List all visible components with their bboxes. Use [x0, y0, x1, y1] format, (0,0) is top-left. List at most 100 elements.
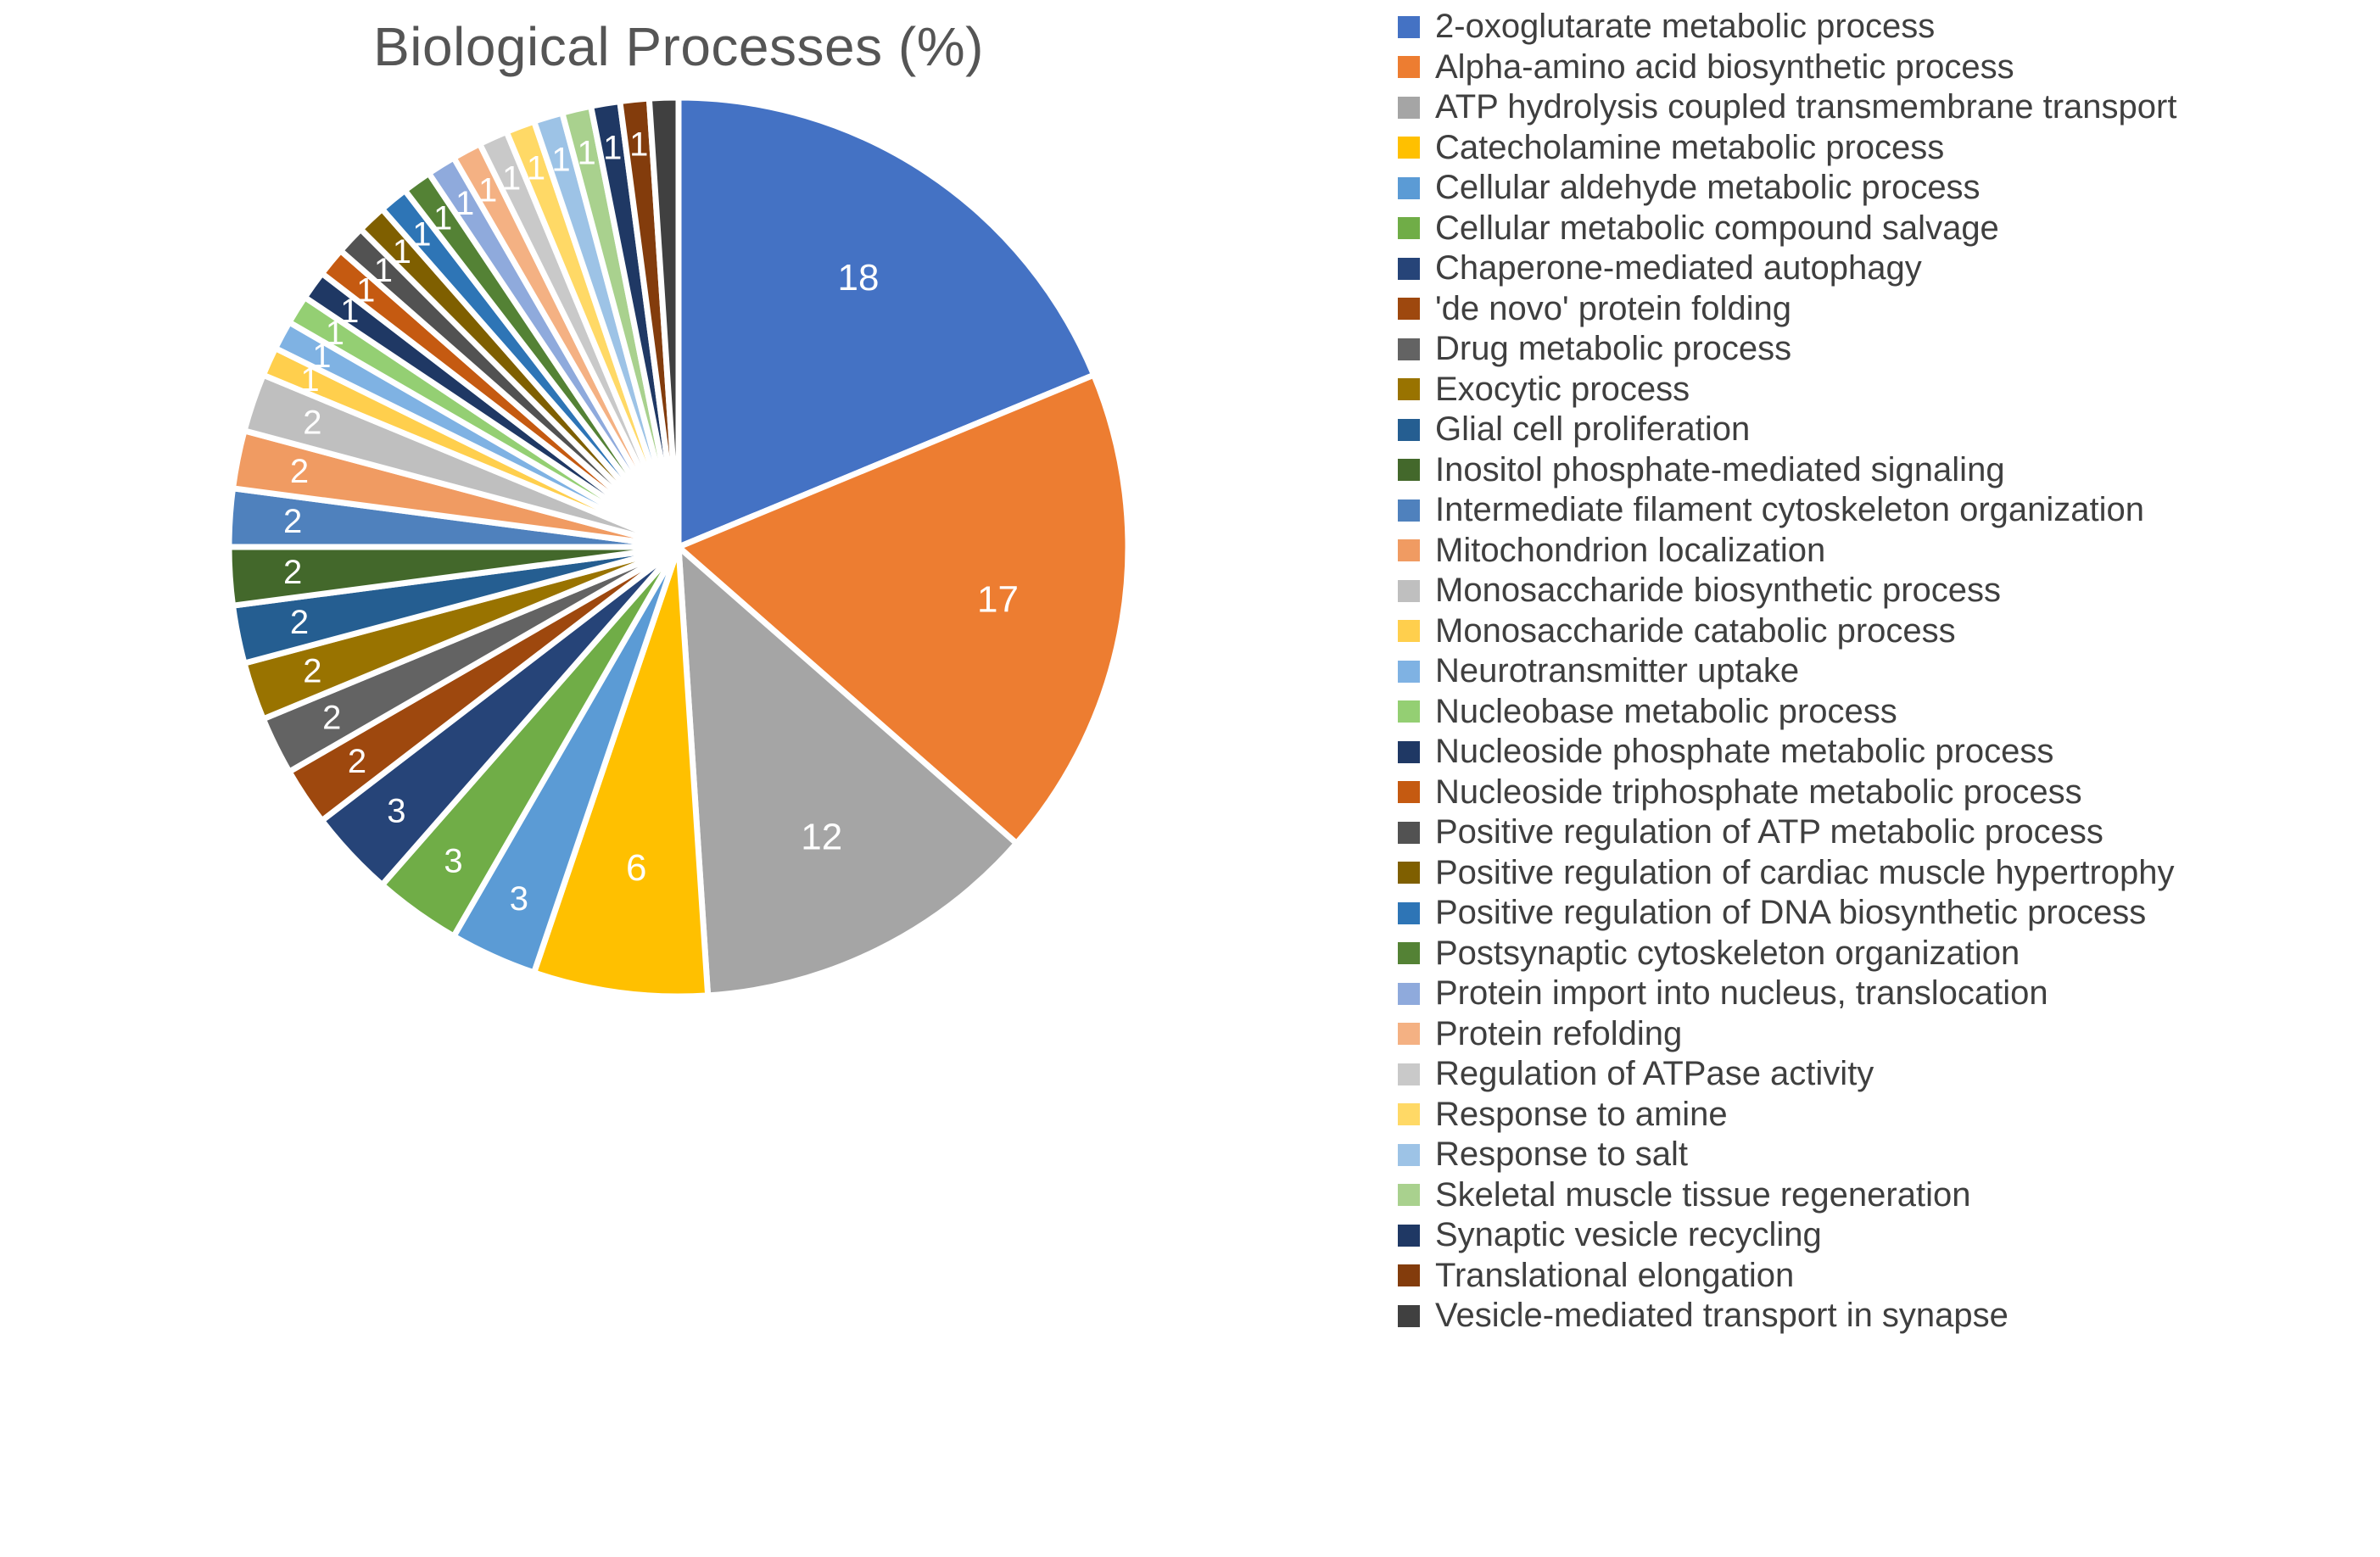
legend-color-swatch: [1398, 96, 1420, 119]
pie-slice-label: 1: [578, 134, 596, 171]
legend-item[interactable]: Alpha-amino acid biosynthetic process: [1398, 47, 2373, 88]
pie-slice[interactable]: [675, 544, 1020, 999]
legend-color-swatch: [1398, 499, 1420, 522]
legend-color-swatch: [1398, 862, 1420, 885]
legend-item[interactable]: Intermediate filament cytoskeleton organ…: [1398, 490, 2373, 531]
legend-item[interactable]: Exocytic process: [1398, 370, 2373, 410]
pie-slice-label: 1: [356, 271, 375, 309]
pie-slice[interactable]: [645, 94, 682, 550]
legend-item-label: Response to salt: [1435, 1136, 1688, 1173]
legend-item-label: Neurotransmitter uptake: [1435, 652, 1800, 689]
legend-item-label: Nucleobase metabolic process: [1435, 692, 1897, 730]
legend-item-label: Alpha-amino acid biosynthetic process: [1435, 47, 2014, 86]
legend-item-label: Positive regulation of cardiac muscle hy…: [1435, 853, 2175, 891]
legend-item-label: Inositol phosphate-mediated signaling: [1435, 450, 2005, 488]
legend-item[interactable]: Cellular aldehyde metabolic process: [1398, 168, 2373, 209]
pie-slice-label: 2: [283, 554, 302, 591]
legend-color-swatch: [1398, 338, 1420, 360]
pie-slice-label: 1: [340, 293, 359, 330]
legend-item[interactable]: Glial cell proliferation: [1398, 410, 2373, 450]
legend-item-label: Catecholamine metabolic process: [1435, 128, 1945, 166]
legend-item[interactable]: Regulation of ATPase activity: [1398, 1054, 2373, 1095]
legend-item-label: Postsynaptic cytoskeleton organization: [1435, 934, 2020, 972]
legend-color-swatch: [1398, 1063, 1420, 1085]
legend-item[interactable]: Drug metabolic process: [1398, 329, 2373, 370]
legend-item[interactable]: 'de novo' protein folding: [1398, 289, 2373, 330]
legend-color-swatch: [1398, 539, 1420, 562]
legend-item-label: Regulation of ATPase activity: [1435, 1055, 1874, 1092]
legend-item[interactable]: Protein refolding: [1398, 1014, 2373, 1055]
pie-slice-label: 2: [348, 743, 366, 780]
legend-color-swatch: [1398, 579, 1420, 602]
pie-slice-label: 3: [510, 880, 528, 918]
legend-item[interactable]: Neurotransmitter uptake: [1398, 651, 2373, 692]
pie-slice[interactable]: [675, 94, 1098, 550]
legend-item[interactable]: Nucleoside triphosphate metabolic proces…: [1398, 773, 2373, 813]
legend-item-label: Glial cell proliferation: [1435, 410, 1751, 448]
legend-item[interactable]: Nucleoside phosphate metabolic process: [1398, 732, 2373, 773]
legend-item[interactable]: Chaperone-mediated autophagy: [1398, 248, 2373, 289]
legend-color-swatch: [1398, 418, 1420, 441]
legend-item-label: Protein refolding: [1435, 1014, 1683, 1052]
pie-slice-label: 1: [527, 150, 545, 187]
legend-item[interactable]: Positive regulation of ATP metabolic pro…: [1398, 812, 2373, 853]
legend-item-label: 2-oxoglutarate metabolic process: [1435, 8, 1936, 45]
legend-item[interactable]: 2-oxoglutarate metabolic process: [1398, 7, 2373, 47]
pie-slice-label: 3: [444, 842, 462, 879]
legend-item[interactable]: Cellular metabolic compound salvage: [1398, 209, 2373, 249]
legend-item-label: Chaperone-mediated autophagy: [1435, 249, 1922, 287]
legend-item-label: Nucleoside triphosphate metabolic proces…: [1435, 773, 2082, 811]
legend-item-label: Monosaccharide biosynthetic process: [1435, 572, 2002, 609]
legend-item[interactable]: Positive regulation of cardiac muscle hy…: [1398, 853, 2373, 894]
legend-color-swatch: [1398, 1143, 1420, 1166]
legend-item[interactable]: Monosaccharide catabolic process: [1398, 611, 2373, 652]
pie-slice[interactable]: [531, 544, 712, 1000]
legend-item[interactable]: Translational elongation: [1398, 1256, 2373, 1297]
legend-color-swatch: [1398, 901, 1420, 924]
pie-slice-label: 1: [433, 199, 452, 237]
legend-item[interactable]: Mitochondrion localization: [1398, 531, 2373, 572]
legend-item[interactable]: Positive regulation of DNA biosynthetic …: [1398, 893, 2373, 934]
legend-item[interactable]: ATP hydrolysis coupled transmembrane tra…: [1398, 87, 2373, 128]
legend-color-swatch: [1398, 1264, 1420, 1287]
legend-item[interactable]: Response to salt: [1398, 1135, 2373, 1175]
pie-slice-label: 1: [629, 126, 648, 163]
pie-slice[interactable]: [675, 371, 1131, 846]
legend-item[interactable]: Response to amine: [1398, 1095, 2373, 1136]
legend-item-label: Skeletal muscle tissue regeneration: [1435, 1175, 1971, 1214]
legend-item[interactable]: Postsynaptic cytoskeleton organization: [1398, 934, 2373, 974]
legend-color-swatch: [1398, 700, 1420, 723]
legend-color-swatch: [1398, 137, 1420, 159]
pie-slice-label: 1: [502, 160, 521, 198]
legend-item[interactable]: Monosaccharide biosynthetic process: [1398, 571, 2373, 611]
legend-item-label: Drug metabolic process: [1435, 330, 1792, 367]
legend-item[interactable]: Synaptic vesicle recycling: [1398, 1215, 2373, 1256]
legend-item-label: Protein import into nucleus, translocati…: [1435, 974, 2048, 1012]
legend-color-swatch: [1398, 982, 1420, 1005]
legend-item-label: Nucleoside phosphate metabolic process: [1435, 733, 2054, 770]
legend-color-swatch: [1398, 217, 1420, 240]
legend-color-swatch: [1398, 1023, 1420, 1046]
legend-item[interactable]: Skeletal muscle tissue regeneration: [1398, 1175, 2373, 1216]
pie-slice-label: 17: [977, 579, 1019, 621]
legend-item-label: Intermediate filament cytoskeleton organ…: [1435, 491, 2145, 528]
legend-item[interactable]: Nucleobase metabolic process: [1398, 692, 2373, 733]
pie-slice-label: 18: [838, 257, 880, 299]
legend-item-label: ATP hydrolysis coupled transmembrane tra…: [1435, 88, 2177, 126]
legend-item-label: Positive regulation of DNA biosynthetic …: [1435, 894, 2147, 931]
pie-slice-label: 2: [303, 653, 321, 690]
pie-slice-label: 2: [283, 503, 302, 540]
legend-item-label: Cellular metabolic compound salvage: [1435, 209, 1999, 247]
pie-slice-label: 1: [312, 338, 331, 375]
legend-item[interactable]: Vesicle-mediated transport in synapse: [1398, 1296, 2373, 1337]
pie-slice-label: 1: [374, 252, 393, 289]
legend-item[interactable]: Inositol phosphate-mediated signaling: [1398, 450, 2373, 491]
legend-color-swatch: [1398, 942, 1420, 965]
pie-slice-label: 12: [801, 817, 842, 858]
legend-item[interactable]: Protein import into nucleus, translocati…: [1398, 974, 2373, 1014]
legend-color-swatch: [1398, 1103, 1420, 1126]
legend-item[interactable]: Catecholamine metabolic process: [1398, 128, 2373, 169]
